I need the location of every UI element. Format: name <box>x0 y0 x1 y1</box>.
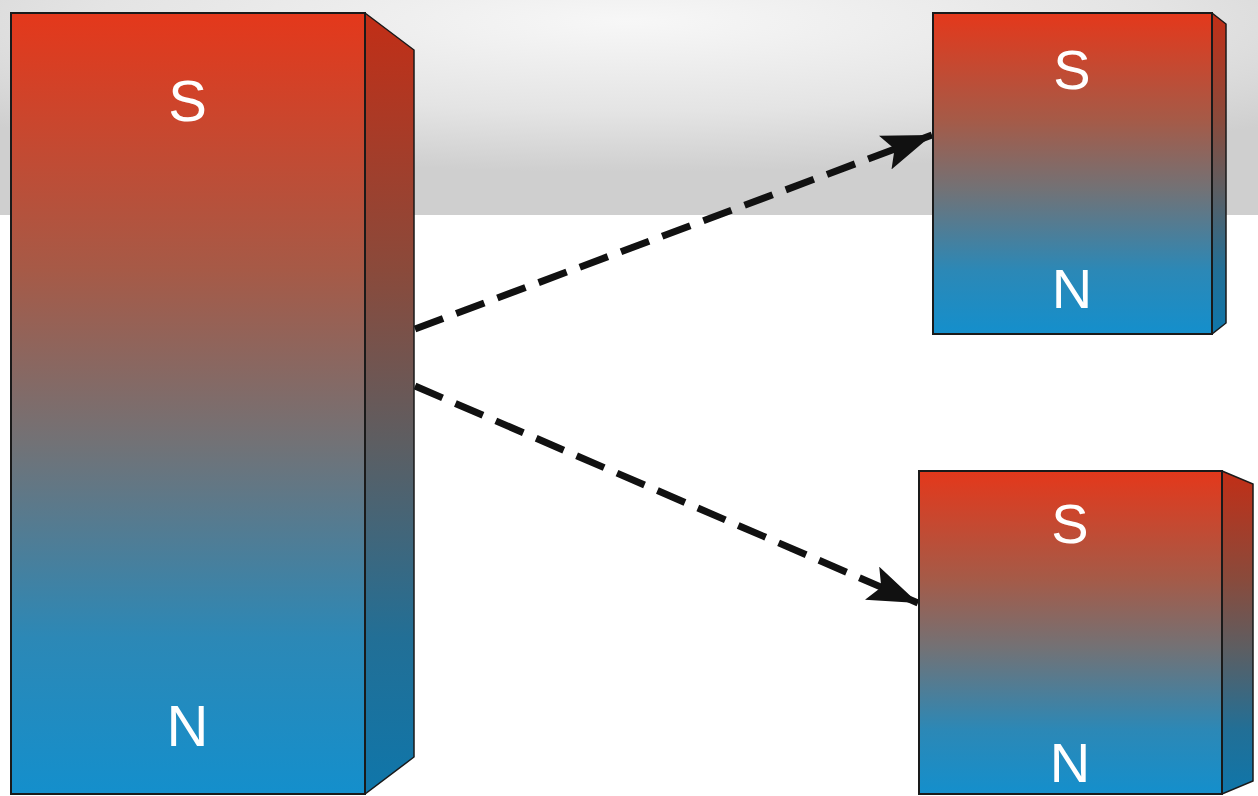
dashed-arrow <box>415 135 932 329</box>
bar-magnet: SN <box>10 12 415 795</box>
magnet-front <box>933 13 1212 334</box>
pole-label: N <box>1050 735 1090 791</box>
bar-magnet: SN <box>918 470 1254 795</box>
pole-label: N <box>167 697 209 755</box>
magnet-front <box>919 471 1222 794</box>
magnet-face: SN <box>918 470 1222 795</box>
pole-label: N <box>1052 261 1092 317</box>
magnet-shape <box>10 12 415 795</box>
magnet-side <box>1222 471 1253 794</box>
magnet-front <box>11 13 365 794</box>
magnet-side <box>1212 13 1226 334</box>
magnet-face: SN <box>932 12 1212 335</box>
bar-magnet: SN <box>932 12 1227 335</box>
magnet-face: SN <box>10 12 365 795</box>
pole-label: S <box>1051 496 1088 552</box>
magnet-side <box>365 13 414 794</box>
pole-label: S <box>168 72 207 130</box>
pole-label: S <box>1053 42 1090 98</box>
dashed-arrow <box>415 386 918 603</box>
